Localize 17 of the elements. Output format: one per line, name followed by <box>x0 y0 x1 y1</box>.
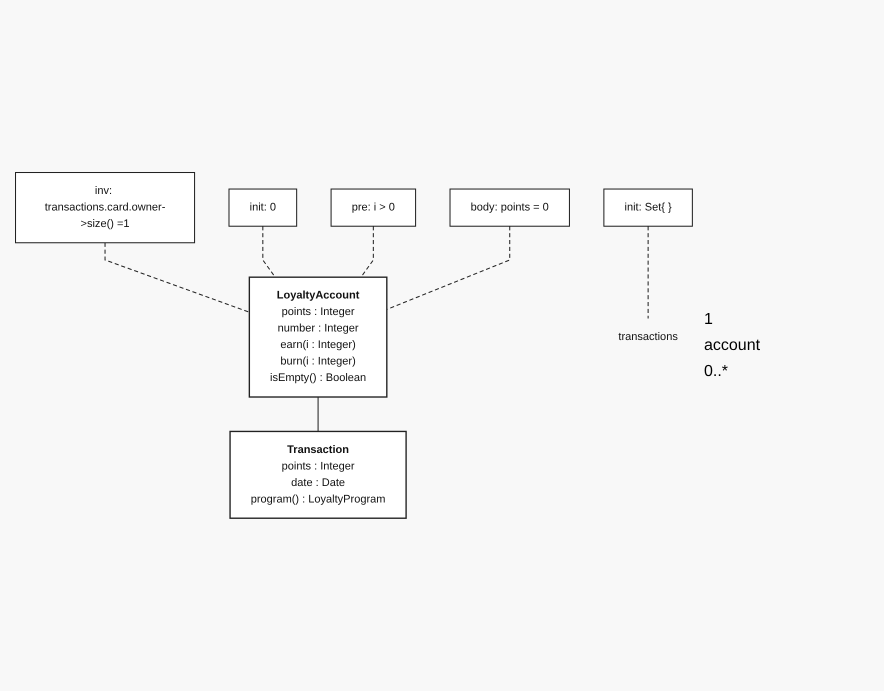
connector <box>104 242 250 313</box>
node-box: pre: i > 0 <box>330 188 416 227</box>
node-box: body: points = 0 <box>450 188 570 227</box>
connector <box>262 226 276 278</box>
connector <box>318 397 319 432</box>
connector <box>386 226 510 310</box>
node-box: Transaction points : Integer date : Date program() : LoyaltyProgram <box>229 430 407 520</box>
node-box: LoyaltyAccount points : Integer number : Integer earn(i : Integer) burn(i : Integer) isEmpty() : Boolean <box>248 276 388 398</box>
node-text: transactions <box>618 331 678 343</box>
connector <box>648 226 649 319</box>
node-box: init: Set{ } <box>603 188 693 227</box>
role-label: account <box>704 336 760 354</box>
node-box: init: 0 <box>228 188 298 227</box>
multiplicity-label: 0..* <box>704 362 728 380</box>
multiplicity-label: 1 <box>704 310 713 328</box>
node-box: inv: transactions.card.owner->size() =1 <box>15 172 196 244</box>
connector <box>360 226 374 278</box>
